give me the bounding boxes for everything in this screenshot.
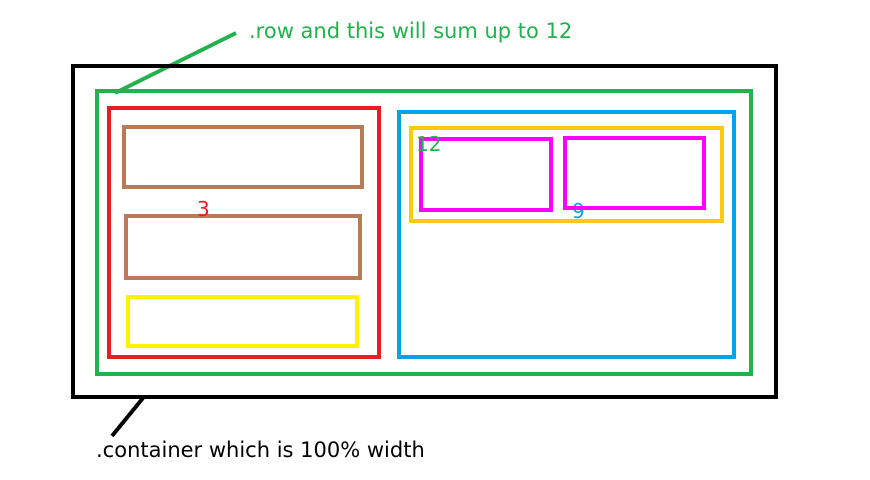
left-column-box (107, 106, 381, 359)
row-pointer-line (114, 31, 237, 95)
container-box (71, 64, 778, 399)
nested-column-left (419, 137, 553, 212)
nested-column-right (563, 136, 706, 210)
row-box (95, 89, 753, 376)
row-annotation: .row and this will sum up to 12 (249, 19, 573, 43)
nested-row-box (409, 126, 724, 223)
left-column-label: 3 (197, 197, 210, 221)
right-column-box (397, 110, 736, 359)
container-annotation: .container which is 100% width (96, 438, 425, 462)
container-pointer-line (110, 396, 145, 438)
nested-row-label: 12 (416, 132, 442, 156)
left-inner-block-middle (124, 214, 362, 280)
left-inner-block-bottom (126, 295, 359, 348)
left-inner-block-top (122, 125, 364, 189)
